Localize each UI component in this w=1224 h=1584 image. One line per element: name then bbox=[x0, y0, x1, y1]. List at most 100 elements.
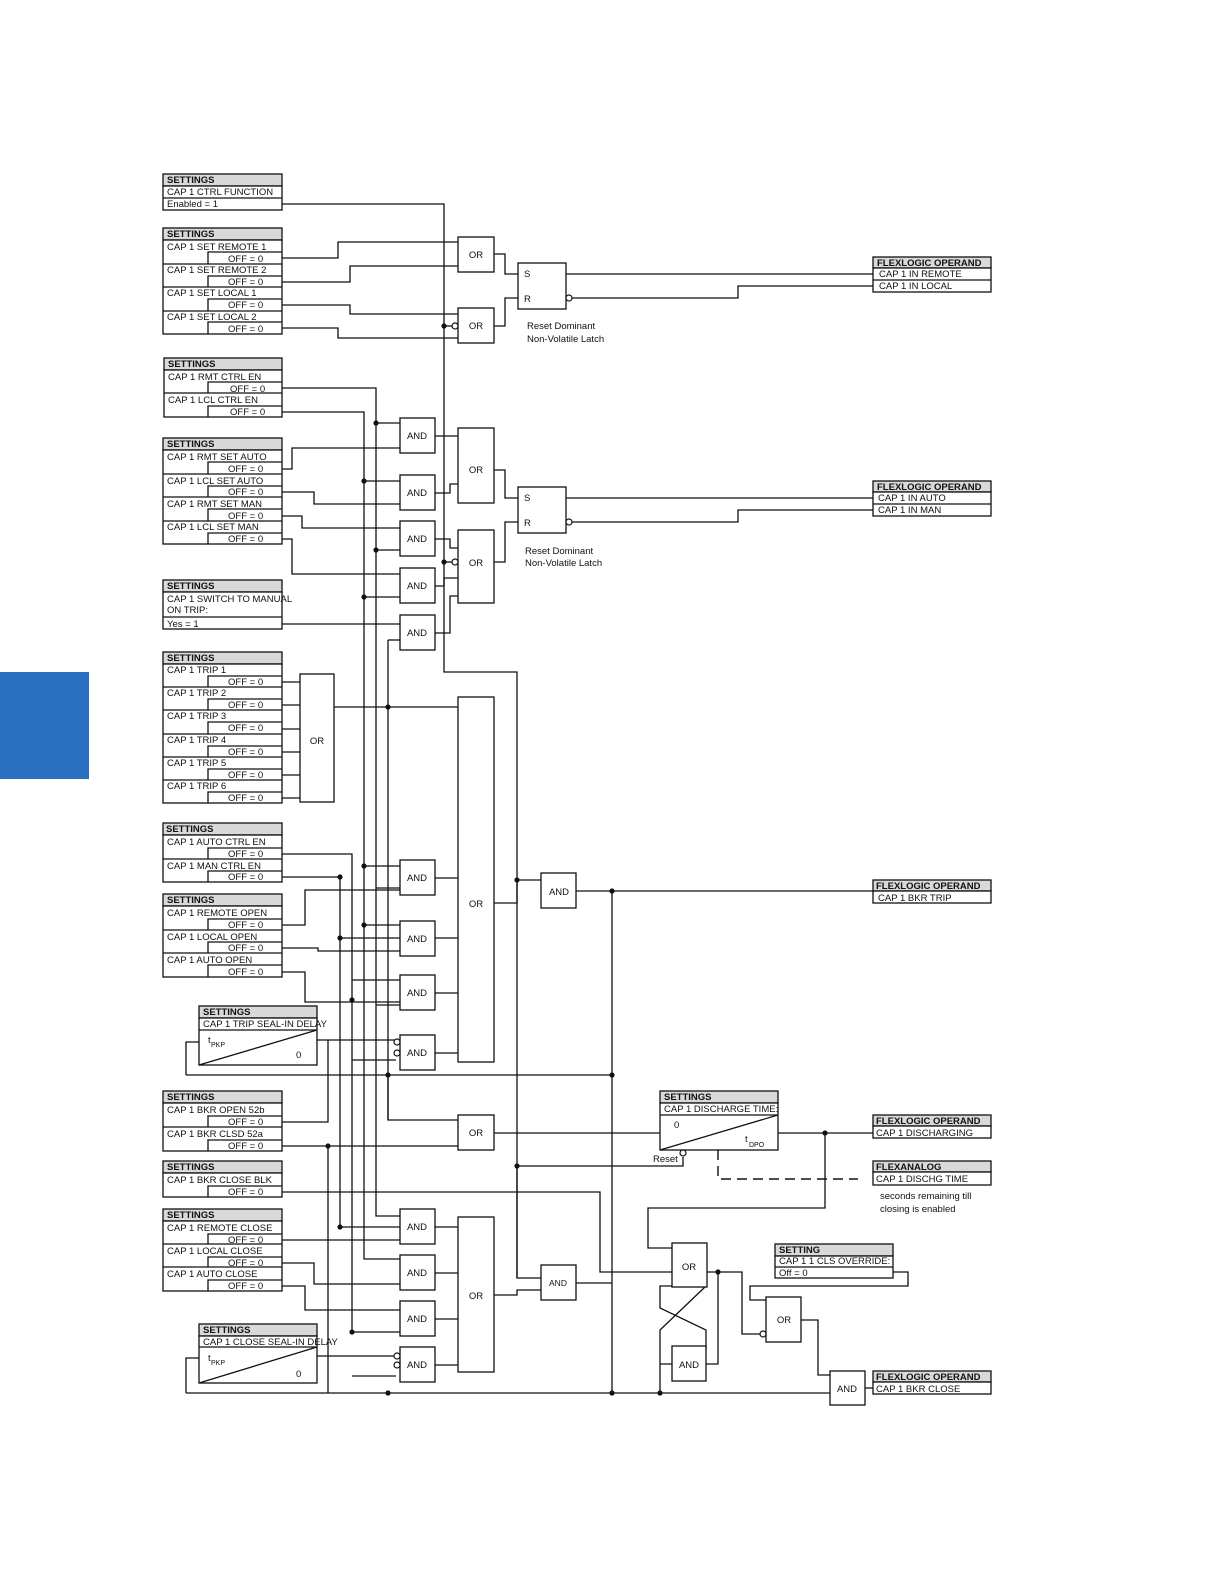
setting-value: OFF = 0 bbox=[228, 723, 263, 734]
setting-value: Yes = 1 bbox=[167, 619, 199, 630]
setting-label: CAP 1 LCL SET AUTO bbox=[167, 476, 263, 487]
operand-header: FLEXLOGIC OPERAND bbox=[877, 482, 982, 493]
setting-label: CAP 1 SET REMOTE 2 bbox=[167, 265, 266, 276]
settings-trip: SETTINGS CAP 1 TRIP 1 OFF = 0 CAP 1 TRIP… bbox=[162, 651, 283, 804]
timer-discharge: SETTINGS CAP 1 DISCHARGE TIME: 0 t DPO R… bbox=[653, 1090, 779, 1165]
and-gate bbox=[399, 567, 436, 604]
operand-header: FLEXLOGIC OPERAND bbox=[877, 258, 982, 269]
or-gate-label: OR bbox=[469, 250, 483, 261]
latch-s: S bbox=[524, 493, 530, 504]
and-gate-label: AND bbox=[407, 488, 427, 499]
and-gate bbox=[540, 872, 577, 909]
output-bkr-close: FLEXLOGIC OPERAND CAP 1 BKR CLOSE bbox=[872, 1370, 992, 1395]
timer-t-sub: PKP bbox=[211, 1042, 225, 1049]
timer-reset-label: Reset bbox=[653, 1154, 678, 1165]
and-gate bbox=[399, 1208, 436, 1245]
timer-zero: 0 bbox=[296, 1369, 301, 1380]
setting-label: CAP 1 RMT SET MAN bbox=[167, 499, 262, 510]
and-gate-label: AND bbox=[407, 873, 427, 884]
setting-label: CAP 1 TRIP 1 bbox=[167, 665, 226, 676]
setting-label: CAP 1 TRIP 4 bbox=[167, 735, 226, 746]
setting-label: CAP 1 TRIP 2 bbox=[167, 688, 226, 699]
operand-name: CAP 1 DISCHG TIME bbox=[876, 1174, 968, 1185]
and-gate-label: AND bbox=[407, 581, 427, 592]
setting-label: CAP 1 BKR CLOSE BLK bbox=[167, 1175, 273, 1186]
and-gate bbox=[829, 1370, 866, 1406]
and-gate-label: AND bbox=[407, 431, 427, 442]
settings-set-remote-local: SETTINGS CAP 1 SET REMOTE 1 OFF = 0 CAP … bbox=[162, 227, 283, 335]
and-gate bbox=[399, 614, 436, 651]
timer-name: CAP 1 DISCHARGE TIME: bbox=[664, 1104, 778, 1115]
operand-name: CAP 1 IN AUTO bbox=[878, 493, 946, 504]
setting-label: CAP 1 AUTO CLOSE bbox=[167, 1269, 257, 1280]
setting-value: OFF = 0 bbox=[228, 943, 263, 954]
setting-label: CAP 1 1 CLS OVERRIDE: bbox=[779, 1256, 890, 1267]
and-gate bbox=[399, 974, 436, 1011]
settings-auto-man-ctrl-en: SETTINGS CAP 1 AUTO CTRL EN OFF = 0 CAP … bbox=[162, 822, 283, 883]
or-gate bbox=[457, 1114, 495, 1151]
setting-value: Off = 0 bbox=[779, 1268, 808, 1279]
settings-ctrl-enable: SETTINGS CAP 1 RMT CTRL EN OFF = 0 CAP 1… bbox=[163, 357, 283, 418]
and-gate bbox=[399, 417, 436, 454]
timer-header: SETTINGS bbox=[203, 1007, 251, 1018]
setting-value: OFF = 0 bbox=[228, 324, 263, 335]
timer-trip-seal-in: SETTINGS CAP 1 TRIP SEAL-IN DELAY t PKP … bbox=[198, 1005, 328, 1066]
wires bbox=[185, 203, 909, 1394]
setting-header: SETTING bbox=[779, 1245, 820, 1256]
timer-header: SETTINGS bbox=[664, 1092, 712, 1103]
or-gate-label: OR bbox=[469, 321, 483, 332]
settings-header: SETTINGS bbox=[168, 359, 216, 370]
setting-label: CAP 1 LCL SET MAN bbox=[167, 522, 259, 533]
setting-label: CAP 1 SET REMOTE 1 bbox=[167, 242, 266, 253]
setting-label: CAP 1 CTRL FUNCTION bbox=[167, 187, 273, 198]
latch-caption: Reset Dominant bbox=[525, 546, 593, 557]
and-gate-label: AND bbox=[407, 988, 427, 999]
setting-label: CAP 1 TRIP 3 bbox=[167, 711, 226, 722]
settings-header: SETTINGS bbox=[166, 824, 214, 835]
setting-label: CAP 1 LCL CTRL EN bbox=[168, 395, 258, 406]
and-gate bbox=[399, 1346, 436, 1383]
timer-t: t bbox=[208, 1035, 211, 1046]
setting-value: OFF = 0 bbox=[228, 872, 263, 883]
or-gate-label: OR bbox=[777, 1315, 791, 1326]
and-gate-label: AND bbox=[549, 887, 569, 898]
or-gate bbox=[457, 696, 495, 1063]
and-gate bbox=[399, 1300, 436, 1337]
timer-name: CAP 1 CLOSE SEAL-IN DELAY bbox=[203, 1337, 338, 1348]
and-gate bbox=[399, 1254, 436, 1291]
setting-label: CAP 1 RMT SET AUTO bbox=[167, 452, 267, 463]
operand-header: FLEXLOGIC OPERAND bbox=[876, 1116, 981, 1127]
timer-zero: 0 bbox=[674, 1120, 679, 1131]
or-gate-label: OR bbox=[469, 1128, 483, 1139]
settings-ctrl-function: SETTINGS CAP 1 CTRL FUNCTION Enabled = 1 bbox=[162, 173, 283, 211]
setting-value: OFF = 0 bbox=[228, 254, 263, 265]
timer-name: CAP 1 TRIP SEAL-IN DELAY bbox=[203, 1019, 328, 1030]
setting-value: OFF = 0 bbox=[228, 793, 263, 804]
setting-label: CAP 1 BKR OPEN 52b bbox=[167, 1105, 265, 1116]
setting-value: OFF = 0 bbox=[228, 967, 263, 978]
setting-value: OFF = 0 bbox=[228, 1141, 263, 1152]
or-gate bbox=[457, 236, 495, 273]
setting-value: OFF = 0 bbox=[228, 700, 263, 711]
or-gate bbox=[671, 1242, 708, 1288]
output-auto-man: FLEXLOGIC OPERAND CAP 1 IN AUTO CAP 1 IN… bbox=[872, 480, 992, 517]
or-gate-label: OR bbox=[469, 1291, 483, 1302]
and-gate-label: AND bbox=[407, 934, 427, 945]
setting-label: CAP 1 MAN CTRL EN bbox=[167, 861, 261, 872]
setting-label: CAP 1 LOCAL OPEN bbox=[167, 932, 257, 943]
setting-label: CAP 1 SET LOCAL 2 bbox=[167, 312, 257, 323]
timer-t: t bbox=[745, 1134, 748, 1145]
timer-header: SETTINGS bbox=[203, 1325, 251, 1336]
or-gate-label: OR bbox=[310, 736, 324, 747]
section-tab bbox=[0, 672, 89, 779]
operand-header: FLEXLOGIC OPERAND bbox=[876, 1372, 981, 1383]
settings-header: SETTINGS bbox=[167, 1162, 215, 1173]
and-gate bbox=[399, 520, 436, 557]
and-gate-label: AND bbox=[407, 628, 427, 639]
output-bkr-trip: FLEXLOGIC OPERAND CAP 1 BKR TRIP bbox=[872, 879, 992, 904]
or-gate-label: OR bbox=[469, 465, 483, 476]
flexanalog-note: closing is enabled bbox=[880, 1204, 956, 1215]
setting-value: OFF = 0 bbox=[228, 920, 263, 931]
flexanalog-dashed-link bbox=[717, 1150, 858, 1180]
settings-open: SETTINGS CAP 1 REMOTE OPEN OFF = 0 CAP 1… bbox=[162, 893, 283, 978]
